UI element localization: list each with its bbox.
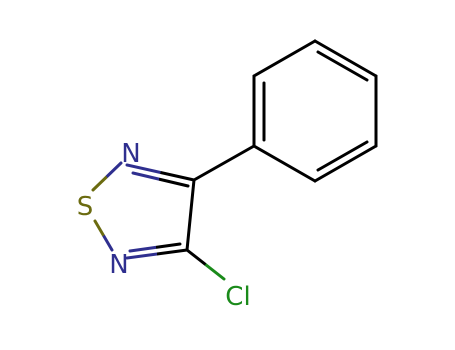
atom-sulfur: S [77,192,94,222]
bond-c4-cl [185,248,226,281]
bond-ph-5-6 [313,144,378,183]
bond-ph-double-b [316,50,369,82]
atom-n-top: N [121,139,140,169]
bond-ph-3-4 [313,39,378,78]
bond-n-top-c3-double [131,171,190,188]
bond-ph-double-c [316,140,369,172]
atom-n-bottom: N [109,250,128,280]
bond-ph-6-1 [252,144,317,183]
bond-ph-2-3 [252,39,317,78]
bond-n-top-c3 [125,163,196,182]
bond-c3-phenyl [192,144,256,182]
bond-n-bottom-c4-double [128,242,182,253]
bond-n-bottom-c4 [125,248,189,260]
bond-s-n-top [91,161,123,192]
bond-s-n-bottom [93,219,114,252]
bond-c3-c4 [185,178,196,252]
atom-chlorine: Cl [225,282,250,312]
